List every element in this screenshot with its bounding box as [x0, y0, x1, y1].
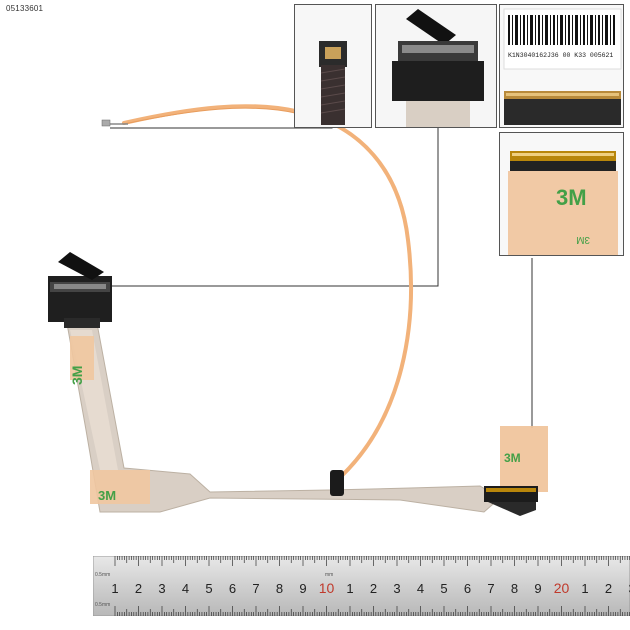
- ruler-unit-label-bottom: 0.5mm: [95, 602, 110, 608]
- ruler: 1 2 3 4 5 6 7 8 9 10 1 2 3 4 5 6 7 8 9 20 1 2 3 0.5mm 0.5mm mm: [93, 556, 630, 616]
- tiny-connector: [101, 119, 111, 127]
- barcode-text: K1N3040162J36 00 K33 005621: [508, 52, 613, 59]
- ruler-number: 20: [554, 580, 570, 596]
- product-sku: 05133601: [6, 4, 44, 13]
- ruler-number: 3: [393, 581, 400, 596]
- ruler-number: 3: [158, 581, 165, 596]
- ruler-number: 2: [370, 581, 377, 596]
- callout-lines: [110, 122, 533, 428]
- ruler-number: 7: [252, 581, 259, 596]
- ruler-number: 2: [605, 581, 612, 596]
- ruler-number: 9: [534, 581, 541, 596]
- ruler-number: 9: [299, 581, 306, 596]
- svg-text:3M: 3M: [504, 451, 521, 465]
- barcode: [508, 15, 615, 45]
- ruler-number: 1: [111, 581, 118, 596]
- inset-right-connector: 3M 3M: [499, 132, 624, 256]
- flex-ribbon: [122, 104, 413, 484]
- ruler-number: 4: [182, 581, 189, 596]
- ruler-unit-label: 0.5mm: [95, 572, 110, 578]
- ruler-unit-right: mm: [325, 572, 333, 578]
- ruler-number: 1: [346, 581, 353, 596]
- ruler-number: 6: [229, 581, 236, 596]
- ruler-number: 4: [417, 581, 424, 596]
- svg-text:3M: 3M: [98, 488, 116, 503]
- inset-main-connector: [375, 4, 497, 128]
- ruler-number: 6: [464, 581, 471, 596]
- ruler-number: 5: [205, 581, 212, 596]
- ruler-number: 8: [511, 581, 518, 596]
- ruler-number: 7: [487, 581, 494, 596]
- ruler-number: 2: [135, 581, 142, 596]
- ruler-number: 3: [628, 581, 630, 596]
- ruler-number: 8: [276, 581, 283, 596]
- ruler-number: 5: [440, 581, 447, 596]
- svg-text:3M: 3M: [556, 185, 587, 210]
- svg-text:3M: 3M: [576, 234, 590, 245]
- cable-clip: [330, 470, 344, 496]
- inset-small-connector: [294, 4, 372, 128]
- svg-text:3M: 3M: [69, 366, 85, 385]
- inset-barcode-label: K1N3040162J36 00 K33 005621: [499, 4, 624, 128]
- ruler-number: 1: [581, 581, 588, 596]
- ruler-number: 10: [319, 580, 335, 596]
